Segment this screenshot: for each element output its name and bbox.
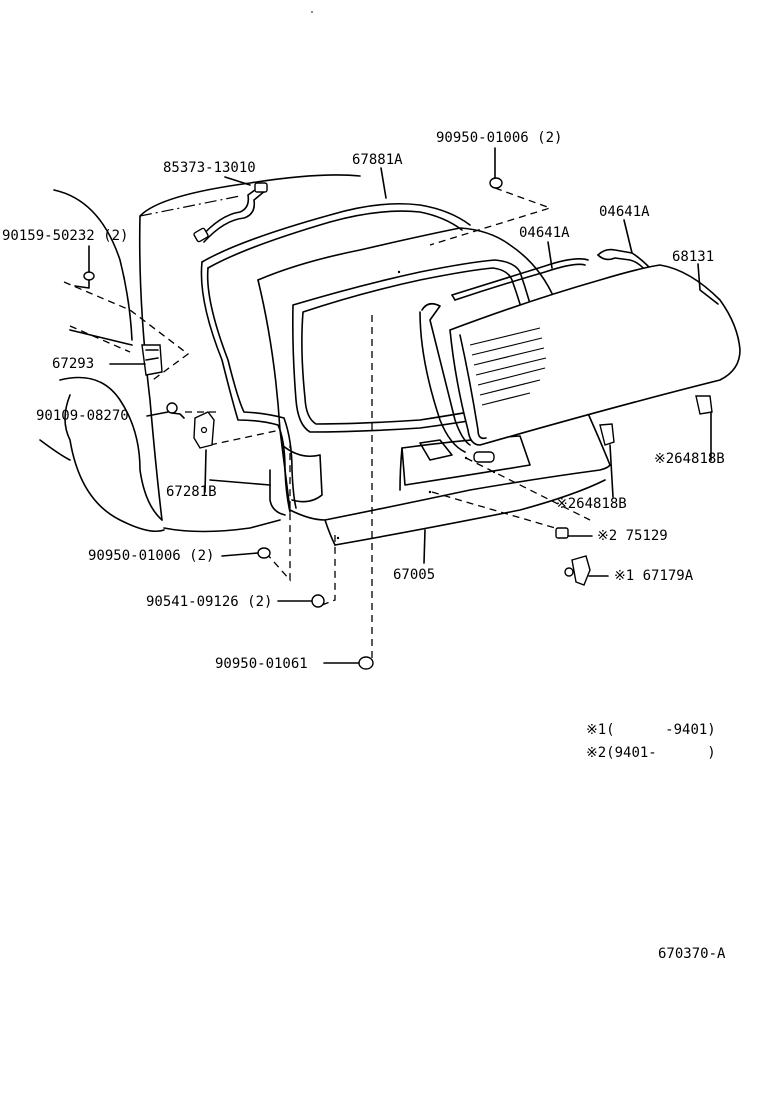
- label-67281b: 67281B: [166, 484, 217, 500]
- label-68131: 68131: [672, 249, 715, 265]
- label-67179a: ※1 67179A: [614, 568, 694, 584]
- wire-harness-85373: [193, 182, 268, 243]
- label-90159-50232: 90159-50232 (2): [2, 228, 129, 244]
- footnote-1: ※1( -9401): [586, 722, 716, 738]
- label-04641a-mid: 04641A: [519, 225, 570, 241]
- label-90109-08270: 90109-08270: [36, 408, 129, 424]
- back-glass-68131: [449, 264, 741, 446]
- label-90950-01006-top: 90950-01006 (2): [436, 130, 563, 146]
- label-90950-01061: 90950-01061: [215, 656, 308, 672]
- stray-mark: [397, 270, 401, 274]
- defroster-grid: [469, 327, 547, 406]
- label-264818b-mid: ※264818B: [556, 496, 627, 512]
- seal-04641a-mid: [419, 258, 589, 453]
- back-door-panel-67005: [257, 227, 611, 546]
- vehicle-body-outline: [39, 174, 361, 533]
- label-85373-13010: 85373-13010: [163, 160, 256, 176]
- label-264818b-right: ※264818B: [654, 451, 725, 467]
- figure-code: 670370-A: [658, 946, 726, 962]
- label-04641a-right: 04641A: [599, 204, 650, 220]
- seal-04641a-right: [597, 248, 651, 271]
- label-90950-01006-left: 90950-01006 (2): [88, 548, 215, 564]
- label-75129: ※2 75129: [597, 528, 668, 544]
- stray-mark: [311, 11, 313, 13]
- fasteners: [74, 177, 713, 670]
- label-90541-09126: 90541-09126 (2): [146, 594, 273, 610]
- footnote-2: ※2(9401- ): [586, 745, 716, 761]
- alignment-lines: [63, 187, 591, 658]
- label-67005: 67005: [393, 567, 436, 583]
- leader-lines: [88, 147, 719, 664]
- weatherstrip-67881a: [200, 202, 471, 513]
- label-67293: 67293: [52, 356, 95, 372]
- label-67881a: 67881A: [352, 152, 403, 168]
